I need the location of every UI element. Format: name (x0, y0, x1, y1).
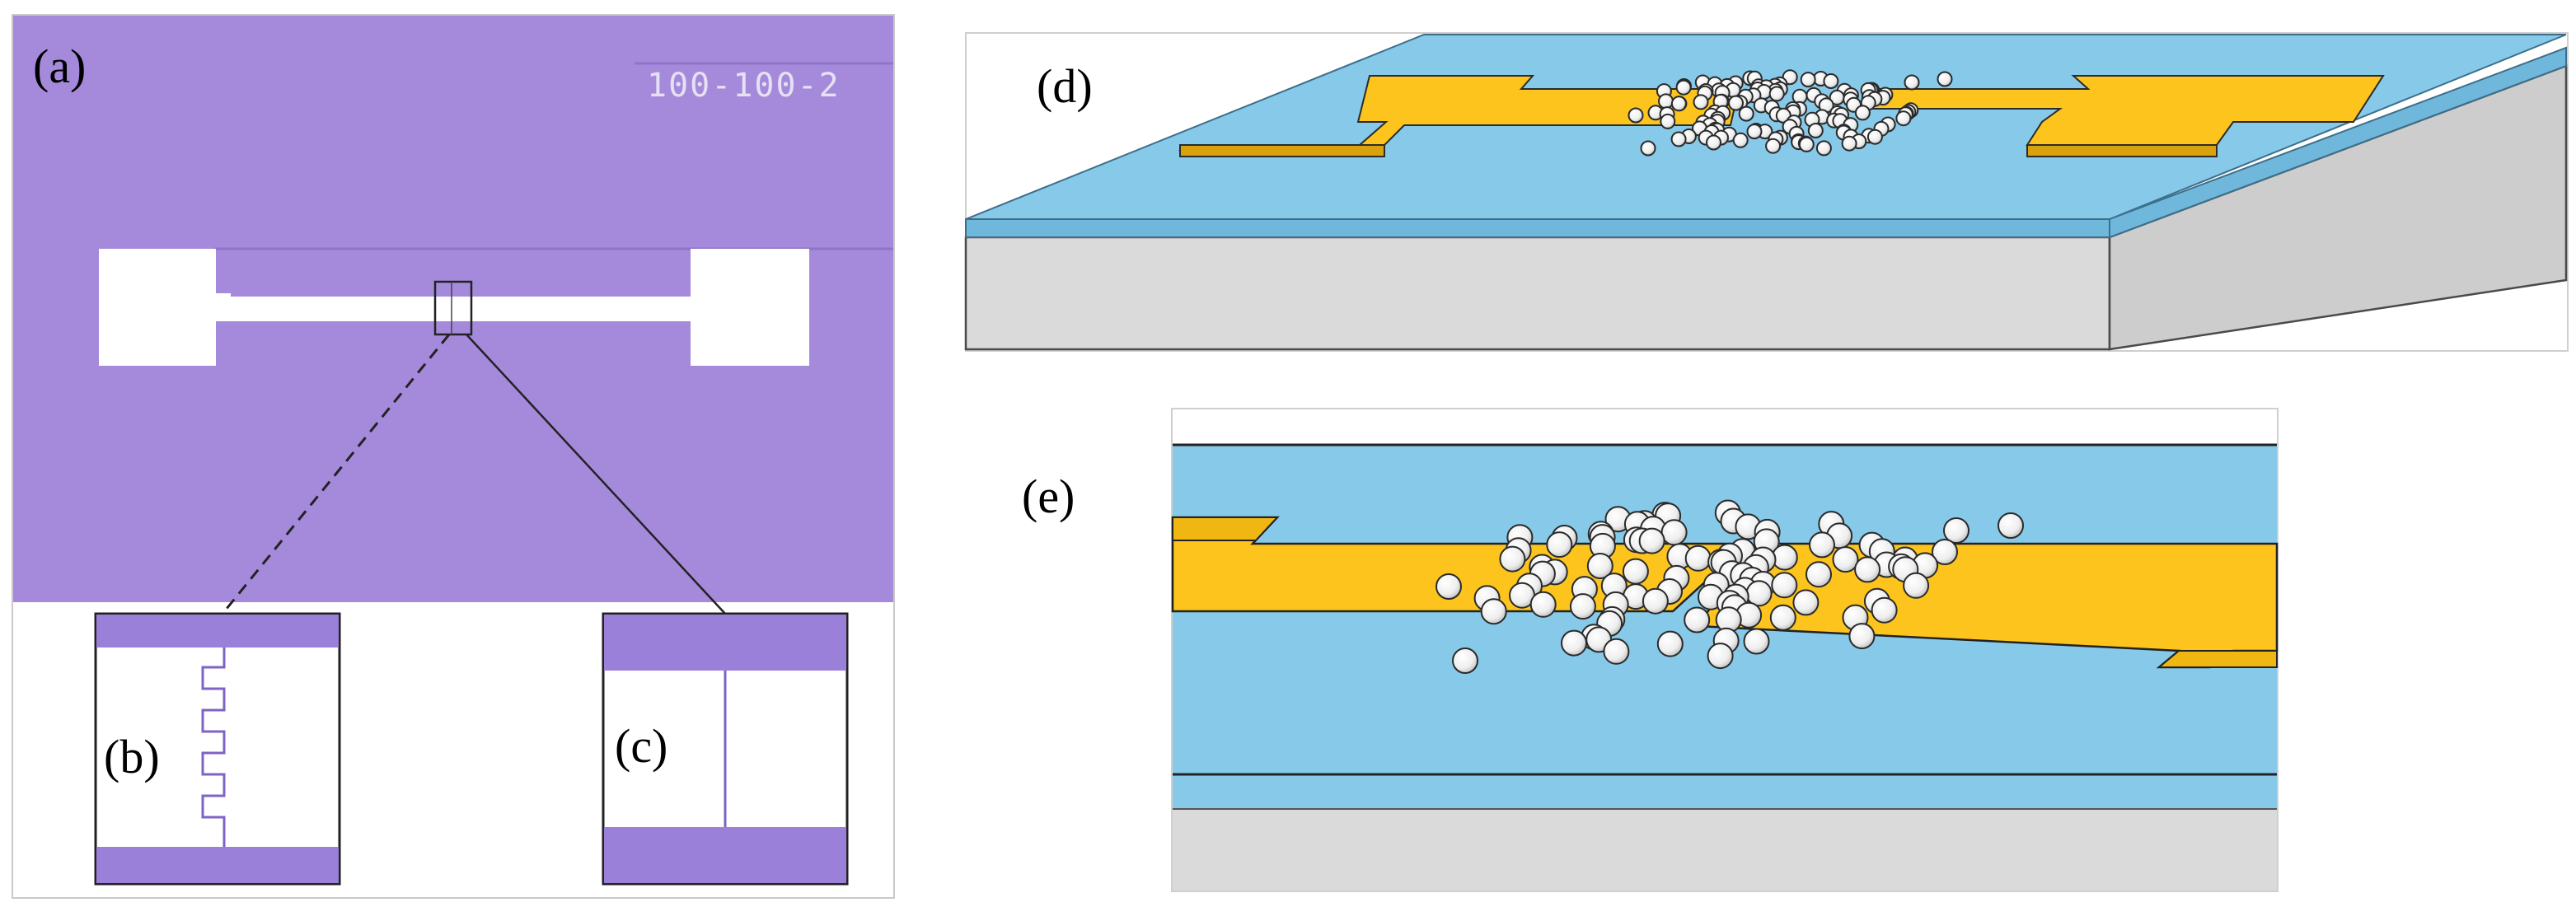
inset-c: (c) (602, 612, 849, 886)
sphere-particle-icon (1628, 107, 1644, 124)
left-gold-front-edge (1179, 144, 1385, 157)
sphere-particle-icon (1848, 623, 1876, 650)
inset-c-bottom-band (604, 827, 846, 883)
sphere-particle-icon (1798, 136, 1815, 152)
panel-label-d: (d) (1037, 59, 1093, 113)
sphere-particle-icon (1792, 589, 1820, 616)
sphere-particle-icon (1832, 546, 1859, 573)
sphere-particle-icon (1937, 71, 1953, 87)
sphere-particle-icon (1732, 132, 1749, 148)
right-gold-front-edge (2026, 144, 2218, 157)
panel-label-b: (b) (104, 730, 160, 783)
sphere-particle-icon (1823, 73, 1839, 89)
panel-d: (d) (964, 32, 2569, 352)
substrate-gray-front (1173, 809, 2277, 891)
sphere-particle-icon (1706, 134, 1721, 151)
sphere-particle-icon (1854, 105, 1871, 121)
sphere-particle-icon (1769, 604, 1796, 631)
sphere-particle-icon (1603, 638, 1630, 665)
sphere-particle-icon (1771, 544, 1798, 571)
sphere-particle-icon (1707, 643, 1734, 670)
sphere-particle-icon (1499, 545, 1526, 573)
sphere-particle-icon (1800, 72, 1816, 88)
sphere-particle-icon (1943, 517, 1969, 544)
right-gold-tab-e (2157, 650, 2278, 668)
sphere-particle-icon (1866, 129, 1883, 145)
chip-code: 100-100-2 (647, 67, 841, 105)
sphere-particle-icon (1622, 558, 1649, 585)
sphere-particle-icon (1904, 74, 1920, 91)
sphere-particle-icon (1841, 135, 1857, 152)
panel-label-c: (c) (615, 719, 667, 773)
electrode-bridge (214, 297, 692, 321)
sphere-particle-icon (1809, 531, 1835, 559)
inset-b: (b) (94, 612, 341, 886)
sphere-particle-icon (1728, 95, 1744, 111)
panel-a: 100-100-2 (a) (12, 14, 895, 899)
blue-layer-front (965, 218, 2110, 238)
right-electrode-pad (691, 249, 809, 366)
inset-b-top-band (96, 615, 339, 648)
substrate-front (964, 236, 2111, 351)
sphere-particle-icon (1768, 86, 1785, 102)
particle-cluster-d (1628, 69, 1953, 157)
inset-b-bottom-band (96, 847, 339, 883)
sphere-particle-icon (1640, 140, 1656, 157)
sphere-particle-icon (1743, 628, 1770, 655)
sphere-particle-icon (1569, 593, 1596, 620)
sphere-particle-icon (1738, 105, 1754, 122)
sphere-particle-icon (1638, 527, 1665, 554)
callout-dashed-b (221, 334, 451, 615)
sphere-particle-icon (1670, 131, 1687, 147)
right-gold-electrode (1862, 75, 2385, 146)
sphere-particle-icon (1529, 591, 1557, 618)
sphere-particle-icon (1998, 512, 2024, 539)
sphere-particle-icon (1771, 572, 1798, 599)
panel-e: (e) (1022, 408, 2279, 892)
sphere-particle-icon (1745, 580, 1773, 607)
left-gold-tab-e (1172, 517, 1280, 541)
sphere-particle-icon (1546, 531, 1573, 559)
sphere-particle-icon (1658, 93, 1674, 110)
gold-electrodes-d (1178, 75, 2385, 157)
sphere-particle-icon (1675, 79, 1692, 96)
sphere-particle-icon (1684, 545, 1712, 572)
sphere-particle-icon (1586, 553, 1614, 579)
sphere-particle-icon (1561, 629, 1587, 657)
sphere-particle-icon (1452, 648, 1478, 674)
panel-label-e: (e) (1022, 470, 1075, 523)
sphere-particle-icon (1436, 573, 1462, 600)
interdigitated-gap (201, 648, 226, 847)
sphere-particle-icon (1806, 561, 1832, 588)
sphere-particle-icon (1660, 519, 1688, 546)
left-electrode-pad (99, 249, 216, 366)
sphere-particle-icon (1480, 598, 1507, 625)
sphere-particle-icon (1854, 556, 1881, 583)
zoom-box (433, 280, 473, 336)
callout-solid-c (466, 334, 726, 615)
sphere-particle-icon (1660, 113, 1676, 129)
sphere-particle-icon (1815, 140, 1832, 157)
panel-label-a: (a) (33, 40, 86, 93)
particle-cluster-e (1436, 499, 2024, 674)
sphere-particle-icon (1765, 138, 1782, 154)
sphere-particle-icon (1746, 124, 1763, 140)
sphere-particle-icon (1932, 539, 1958, 565)
sphere-particle-icon (1895, 110, 1912, 127)
sphere-particle-icon (1807, 123, 1824, 138)
sphere-particle-icon (1684, 606, 1711, 633)
sphere-particle-icon (1656, 630, 1684, 657)
sphere-particle-icon (1670, 96, 1687, 112)
inset-c-top-band (604, 615, 846, 671)
sphere-particle-icon (1642, 587, 1669, 615)
sphere-particle-icon (1871, 596, 1898, 624)
sphere-particle-icon (1693, 94, 1709, 110)
inset-b-frame (94, 612, 341, 886)
sphere-particle-icon (1903, 572, 1930, 599)
